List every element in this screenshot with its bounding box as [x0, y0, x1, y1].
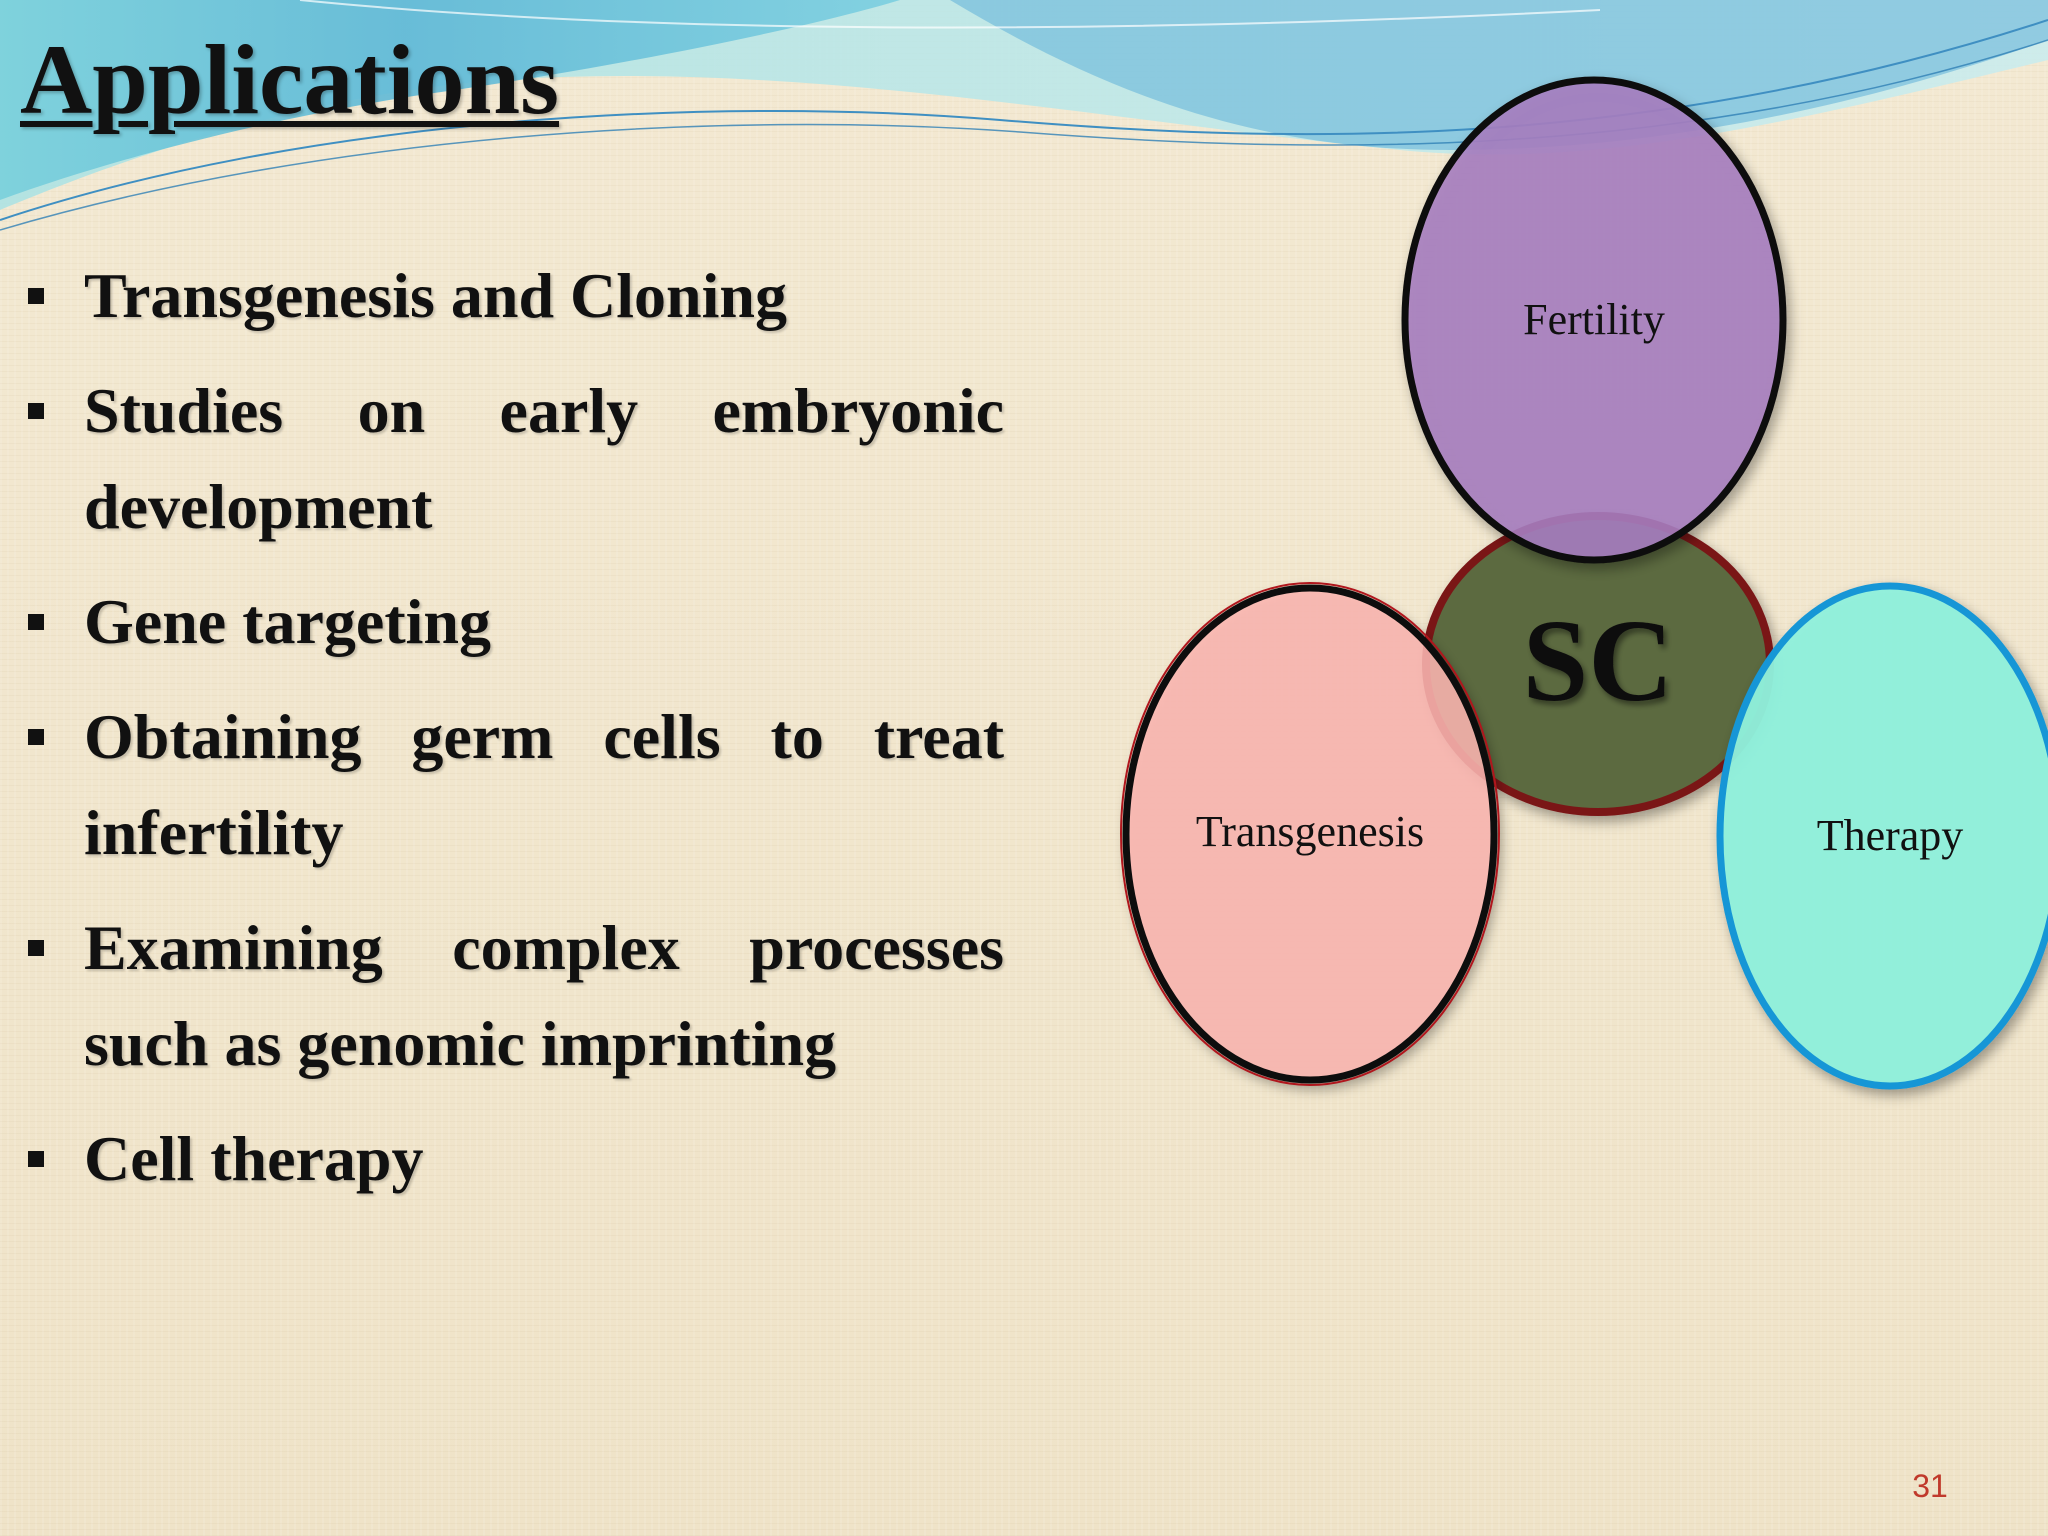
square-bullet-icon: [28, 729, 44, 745]
wave-line-3: [299, 0, 1601, 29]
center-label: SC: [1523, 595, 1674, 726]
bullet-text: Gene targeting: [84, 586, 491, 657]
page-number: 31: [1912, 1468, 1948, 1504]
therapy-label: Therapy: [1817, 811, 1964, 860]
transgenesis-circle: [1122, 584, 1498, 1084]
square-bullet-icon: [28, 940, 44, 956]
therapy-circle: [1716, 582, 2048, 1090]
bullet-text: Examining complex processes such as geno…: [84, 912, 1004, 1079]
bullet-text: Studies on early embryonic development: [84, 375, 1004, 542]
slide-title: Applications: [20, 24, 560, 135]
bullet-item: Studies on early embryonic development: [22, 363, 1004, 555]
center-circle: [1422, 512, 1774, 816]
transgenesis-label: Transgenesis: [1196, 807, 1424, 856]
square-bullet-icon: [28, 614, 44, 630]
fertility-label: Fertility: [1523, 295, 1665, 344]
transgenesis-circle-red-rim: [1120, 582, 1500, 1086]
wave-band-front: [0, 0, 900, 200]
bullet-text: Obtaining germ cells to treat infertilit…: [84, 701, 1004, 868]
bullet-item: Cell therapy: [22, 1111, 1004, 1207]
square-bullet-icon: [28, 288, 44, 304]
bullet-item: Examining complex processes such as geno…: [22, 900, 1004, 1092]
square-bullet-icon: [28, 1151, 44, 1167]
bullet-text: Cell therapy: [84, 1123, 424, 1194]
bullet-item: Gene targeting: [22, 574, 1004, 670]
bullet-list: Transgenesis and Cloning Studies on earl…: [22, 248, 1004, 1226]
bullet-text: Transgenesis and Cloning: [84, 260, 787, 331]
bullet-item: Transgenesis and Cloning: [22, 248, 1004, 344]
bullet-item: Obtaining germ cells to treat infertilit…: [22, 689, 1004, 881]
square-bullet-icon: [28, 403, 44, 419]
header-wave-decoration: [0, 0, 2048, 231]
